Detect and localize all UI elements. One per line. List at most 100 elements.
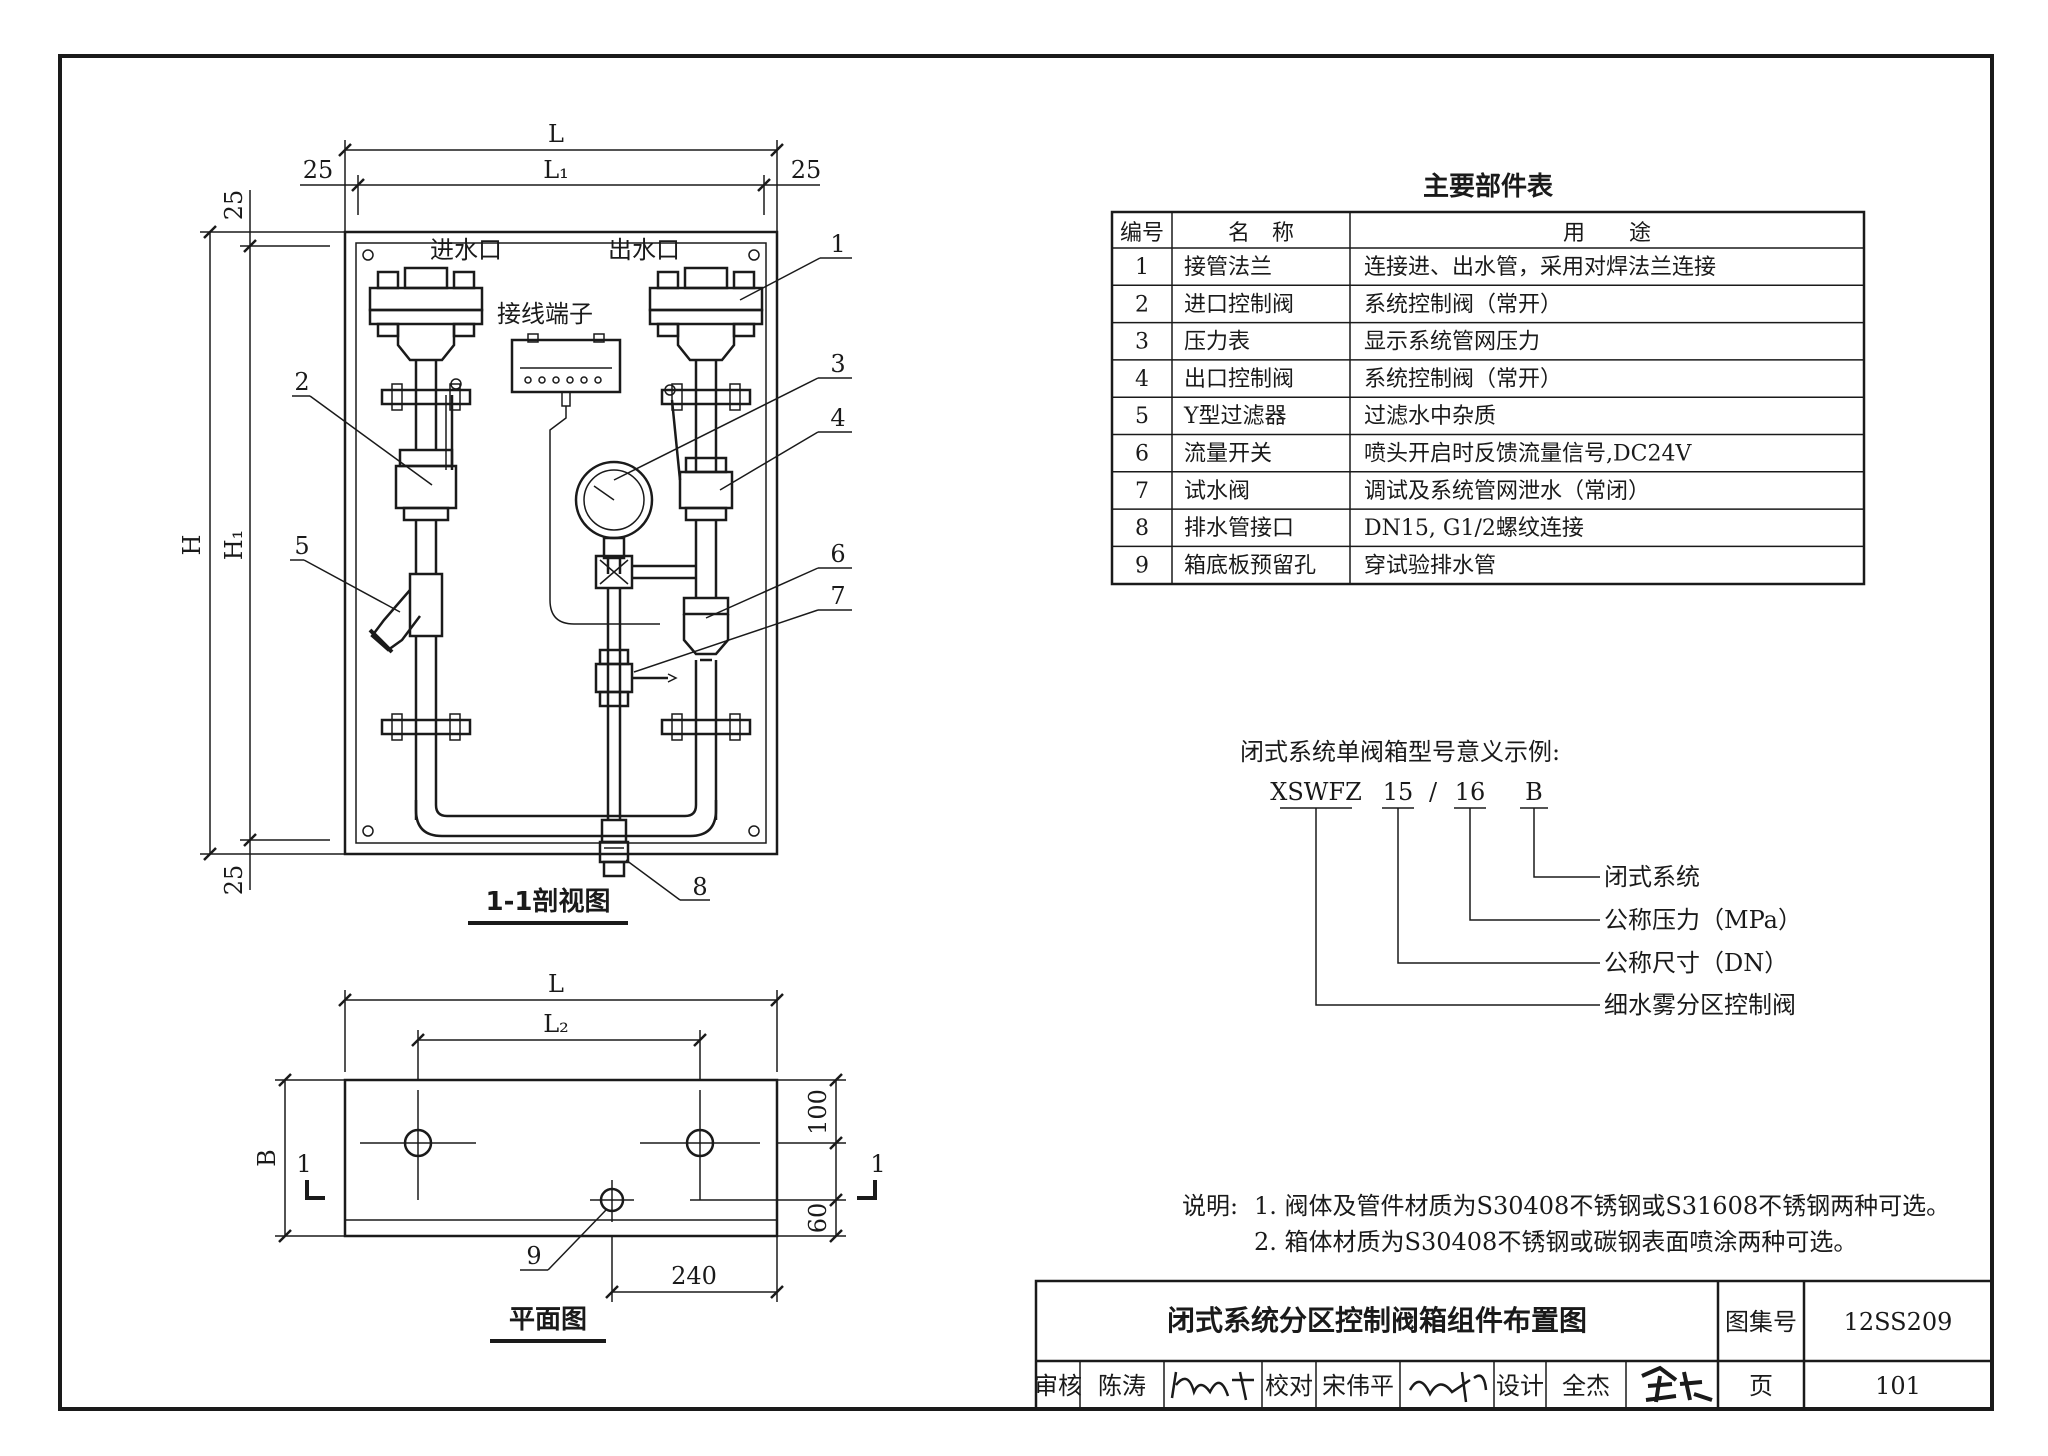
table-cell-purpose: 喷头开启时反馈流量信号,DC24V	[1364, 442, 1692, 467]
model-meaning-valve: 细水雾分区控制阀	[1604, 991, 1796, 1019]
parts-table-title: 主要部件表	[1423, 172, 1554, 202]
bottom-pipe	[414, 800, 718, 838]
table-cell-name: 排水管接口	[1184, 516, 1294, 541]
section-caption: 1-1剖视图	[486, 886, 611, 917]
dim-L-top: L	[548, 120, 564, 148]
table-cell-purpose: 过滤水中杂质	[1364, 404, 1496, 429]
note-2: 2. 箱体材质为S30408不锈钢或碳钢表面喷涂两种可选。	[1254, 1228, 1857, 1256]
table-cell-purpose: 穿试验排水管	[1364, 553, 1496, 578]
callout-5: 5	[294, 532, 309, 560]
callout-7: 7	[830, 582, 845, 610]
cabinet-outer	[343, 230, 779, 856]
model-code-slash: /	[1429, 778, 1438, 806]
table-cell-name: 接管法兰	[1184, 255, 1272, 280]
terminal-box	[510, 333, 660, 625]
reviewer-name: 陈涛	[1098, 1372, 1146, 1400]
designer-signature	[1641, 1365, 1713, 1403]
table-cell-purpose: 系统控制阀（常开）	[1364, 367, 1562, 392]
header-number: 编号	[1120, 221, 1164, 246]
plan-dim-B: B	[253, 1149, 281, 1167]
section-mark-left: 1	[296, 1150, 311, 1178]
reviewer-signature	[1170, 1371, 1254, 1401]
table-cell-purpose: 连接进、出水管，采用对焊法兰连接	[1364, 255, 1716, 280]
sheet-border	[58, 54, 1994, 1411]
callout-2: 2	[294, 368, 309, 396]
table-cell-number: 6	[1135, 442, 1149, 467]
callout-9: 9	[526, 1242, 541, 1270]
check-label: 校对	[1265, 1372, 1313, 1400]
dim-L1-top: L₁	[543, 156, 569, 184]
page-number: 101	[1875, 1372, 1921, 1400]
plan-view: L L₂ B 100 60 240 1 1 9	[253, 970, 886, 1343]
header-purpose: 用 途	[1563, 221, 1651, 246]
table-cell-name: 出口控制阀	[1184, 367, 1294, 392]
page-label: 页	[1749, 1372, 1773, 1400]
table-cell-number: 5	[1135, 404, 1149, 429]
terminal-label: 接线端子	[497, 300, 593, 328]
drain-connector	[598, 818, 630, 878]
plan-dim-100: 100	[804, 1089, 832, 1135]
table-cell-purpose: 显示系统管网压力	[1364, 330, 1540, 355]
model-code-16: 16	[1455, 778, 1486, 806]
callout-4: 4	[830, 404, 845, 432]
callout-3: 3	[830, 350, 845, 378]
checker-signature	[1408, 1371, 1488, 1403]
table-cell-number: 8	[1135, 516, 1149, 541]
checker-name: 宋伟平	[1322, 1372, 1394, 1400]
drawing-title: 闭式系统分区控制阀箱组件布置图	[1167, 1304, 1587, 1337]
table-cell-name: 压力表	[1184, 330, 1250, 355]
review-label: 审核	[1034, 1372, 1082, 1400]
model-meaning-pressure: 公称压力（MPa）	[1604, 906, 1802, 934]
outlet-flange	[648, 266, 764, 362]
cabinet-inner	[355, 242, 767, 844]
inlet-label: 进水口	[430, 236, 502, 264]
dim-25-top: 25	[220, 190, 248, 221]
table-cell-name: 试水阀	[1184, 479, 1250, 504]
plan-dim-L2: L₂	[543, 1010, 569, 1038]
inlet-pipe	[368, 360, 472, 820]
model-code-xswfz: XSWFZ	[1270, 778, 1362, 806]
model-heading: 闭式系统单阀箱型号意义示例:	[1240, 738, 1560, 766]
dim-25-left: 25	[303, 156, 334, 184]
model-code-15: 15	[1383, 778, 1414, 806]
note-1: 1. 阀体及管件材质为S30408不锈钢或S31608不锈钢两种可选。	[1254, 1192, 1950, 1220]
callout-6: 6	[830, 540, 845, 568]
table-cell-number: 9	[1135, 553, 1149, 578]
plan-dim-60: 60	[804, 1203, 832, 1234]
table-cell-purpose: DN15, G1/2螺纹连接	[1364, 516, 1584, 541]
notes: 说明: 1. 阀体及管件材质为S30408不锈钢或S31608不锈钢两种可选。 …	[1182, 1192, 1950, 1256]
model-meaning-closed-system: 闭式系统	[1604, 863, 1700, 891]
inlet-flange	[368, 266, 484, 362]
table-cell-name: 流量开关	[1184, 442, 1272, 467]
plan-caption: 平面图	[509, 1305, 587, 1335]
model-meaning-size: 公称尺寸（DN）	[1604, 949, 1788, 977]
atlas-number: 12SS209	[1844, 1308, 1953, 1336]
table-cell-purpose: 系统控制阀（常开）	[1364, 292, 1562, 317]
table-cell-number: 1	[1135, 255, 1149, 280]
model-example: 闭式系统单阀箱型号意义示例: XSWFZ 15 / 16 B 闭式系统 公称压力…	[1240, 738, 1802, 1019]
table-cell-name: Y型过滤器	[1183, 404, 1287, 429]
section-view: L L₁ 25 25 H H₁ 25 25 进水口 出水口 接线端子	[178, 120, 852, 925]
table-cell-name: 箱底板预留孔	[1184, 553, 1316, 578]
dim-25-bottom: 25	[220, 865, 248, 896]
table-cell-number: 4	[1135, 367, 1149, 392]
dim-H: H	[178, 535, 206, 556]
table-cell-number: 7	[1135, 479, 1149, 504]
title-block: 闭式系统分区控制阀箱组件布置图 图集号 12SS209 审核 陈涛 校对 宋伟平…	[1034, 1279, 1994, 1411]
outlet-pipe	[660, 360, 752, 820]
section-mark-right: 1	[870, 1150, 885, 1178]
model-code-b: B	[1525, 778, 1543, 806]
design-label: 设计	[1496, 1372, 1544, 1400]
table-cell-purpose: 调试及系统管网泄水（常闭）	[1364, 479, 1650, 504]
pressure-gauge	[574, 460, 696, 820]
plan-dim-240: 240	[671, 1262, 717, 1290]
notes-prefix: 说明:	[1182, 1192, 1238, 1220]
plan-dim-L: L	[548, 970, 564, 998]
test-valve	[594, 648, 678, 708]
table-cell-number: 2	[1135, 292, 1149, 317]
callout-1: 1	[830, 230, 845, 258]
atlas-label: 图集号	[1725, 1308, 1797, 1336]
plan-outline	[343, 1078, 779, 1238]
